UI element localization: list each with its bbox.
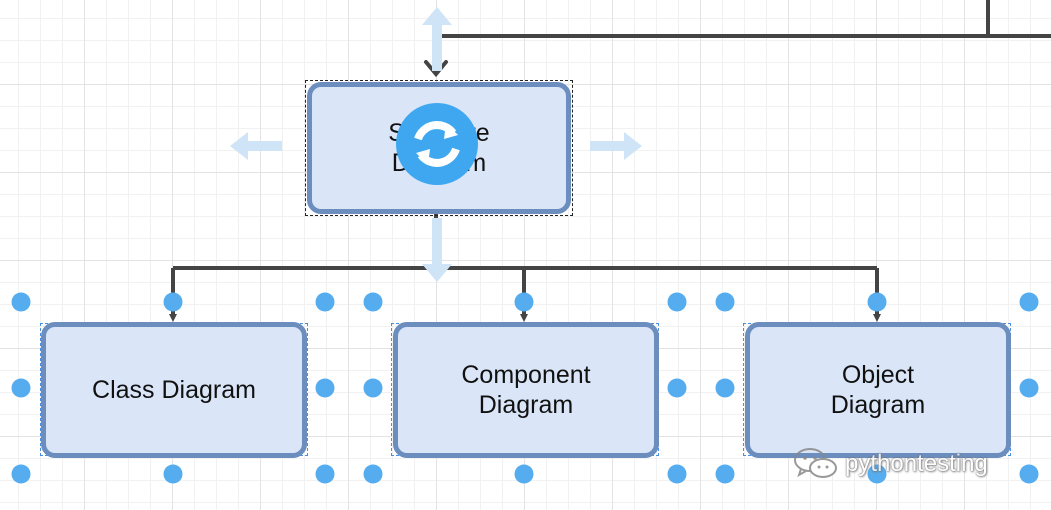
node-object-diagram-label: Object Diagram <box>830 361 926 419</box>
node-component-diagram[interactable]: Component Diagram <box>393 322 659 458</box>
edge-to-object-arrowhead <box>873 314 881 322</box>
watermark-text: pythontesting <box>845 450 988 477</box>
connection-point-icon[interactable] <box>667 464 687 484</box>
edge-to-component-arrowhead <box>520 314 528 322</box>
connection-point-icon[interactable] <box>163 464 183 484</box>
arrow-up-icon[interactable] <box>420 5 454 73</box>
connection-point-icon[interactable] <box>715 378 735 398</box>
connection-point-icon[interactable] <box>163 292 183 312</box>
wechat-icon <box>794 448 837 478</box>
connection-point-icon[interactable] <box>363 464 383 484</box>
connection-point-icon[interactable] <box>11 378 31 398</box>
connection-point-icon[interactable] <box>315 378 335 398</box>
connection-point-icon[interactable] <box>667 378 687 398</box>
connection-point-icon[interactable] <box>363 292 383 312</box>
node-class-diagram[interactable]: Class Diagram <box>41 322 307 458</box>
refresh-icon <box>414 121 460 167</box>
connection-point-icon[interactable] <box>1019 464 1039 484</box>
watermark: pythontesting <box>793 446 988 482</box>
connection-point-icon[interactable] <box>315 292 335 312</box>
connection-point-icon[interactable] <box>667 292 687 312</box>
connection-point-icon[interactable] <box>1019 292 1039 312</box>
connection-point-icon[interactable] <box>11 292 31 312</box>
connection-point-icon[interactable] <box>715 464 735 484</box>
node-object-diagram[interactable]: Object Diagram <box>745 322 1011 458</box>
connection-point-icon[interactable] <box>715 292 735 312</box>
node-class-diagram-label: Class Diagram <box>92 376 256 404</box>
connection-point-icon[interactable] <box>867 464 887 484</box>
node-component-diagram-label: Component Diagram <box>461 361 591 419</box>
connection-point-icon[interactable] <box>514 464 534 484</box>
edge-parent-to-root[interactable] <box>434 0 1051 74</box>
connection-point-icon[interactable] <box>11 464 31 484</box>
connection-point-icon[interactable] <box>1019 378 1039 398</box>
connection-point-icon[interactable] <box>315 464 335 484</box>
connection-point-icon[interactable] <box>514 292 534 312</box>
connection-point-icon[interactable] <box>363 378 383 398</box>
connection-point-icon[interactable] <box>867 292 887 312</box>
edge-parent-to-root-arrowhead <box>424 60 448 78</box>
arrow-down-icon[interactable] <box>420 216 454 284</box>
arrow-left-icon[interactable] <box>228 130 284 162</box>
edge-to-class-arrowhead <box>169 314 177 322</box>
arrow-right-icon[interactable] <box>588 130 644 162</box>
refresh-button[interactable] <box>396 103 478 185</box>
